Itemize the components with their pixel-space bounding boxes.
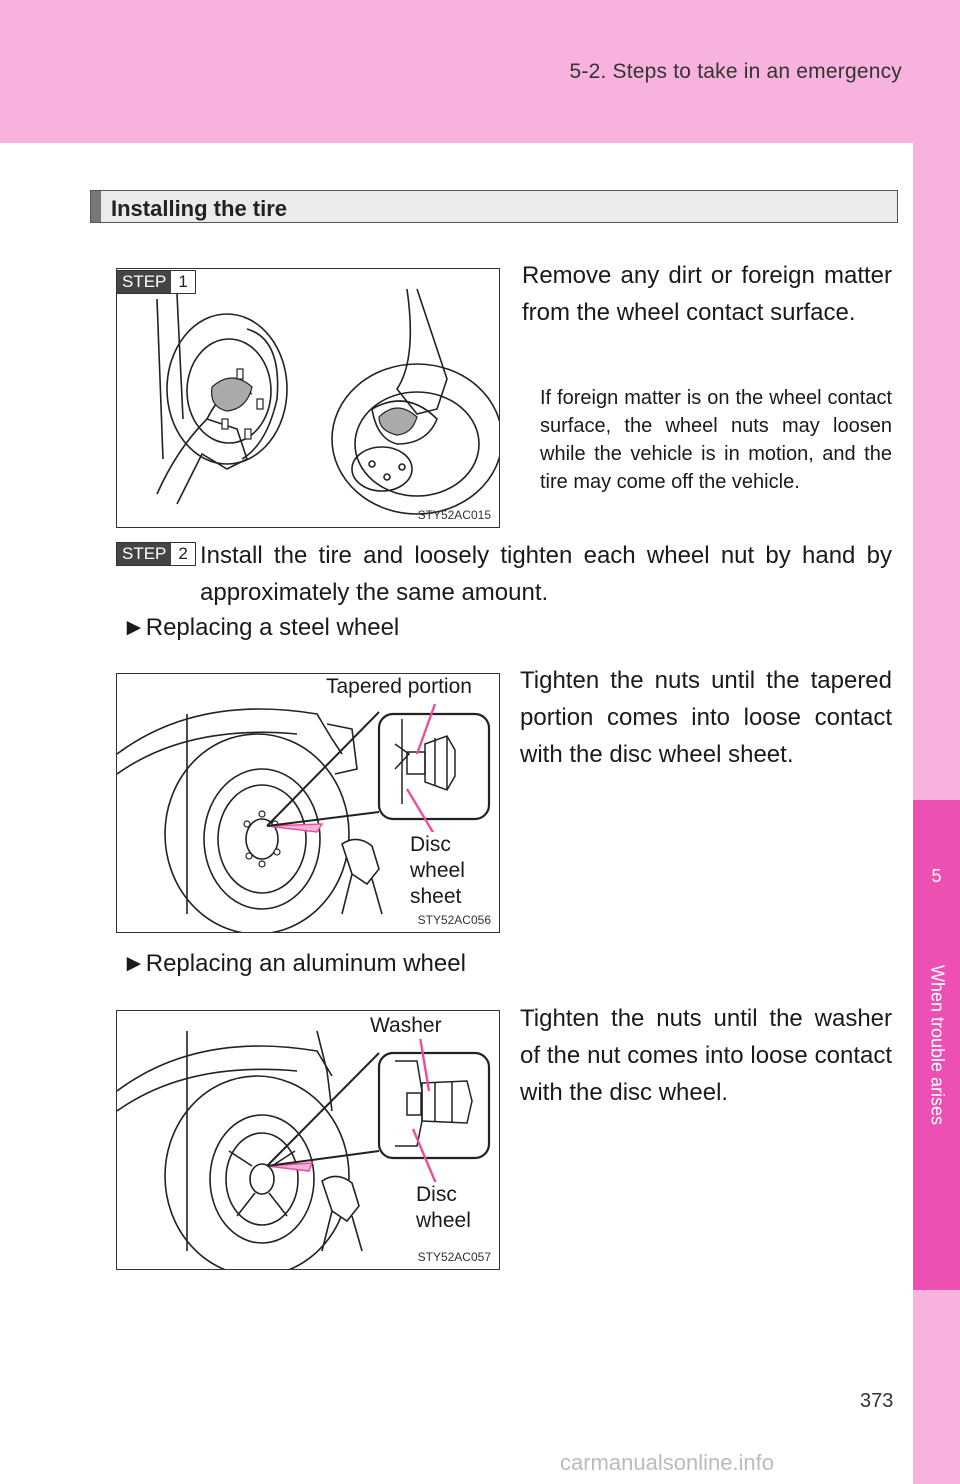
chapter-title: When trouble arises [927, 964, 948, 1126]
aluminum-wheel-heading: ►Replacing an aluminum wheel [122, 950, 466, 977]
steel-wheel-illustration: STY52AC056 [116, 673, 500, 933]
callout-disc-wheel-sheet-line2: wheel [410, 858, 465, 884]
step-word: STEP [117, 271, 172, 293]
section-heading-bar: Installing the tire [90, 190, 898, 223]
callout-tapered-portion: Tapered portion [326, 674, 472, 700]
step1-illustration: STY52AC015 [116, 268, 500, 528]
page-number: 373 [860, 1390, 894, 1412]
watermark: carmanualsonline.info [560, 1450, 775, 1475]
callout-washer: Washer [370, 1013, 442, 1039]
callout-disc-wheel-line1: Disc [416, 1182, 457, 1208]
steel-wheel-heading: ►Replacing a steel wheel [122, 614, 400, 641]
section-header-title: 5-2. Steps to take in an emergency [569, 60, 902, 83]
figure-code: STY52AC015 [417, 508, 491, 522]
step1-note: If foreign matter is on the wheel contac… [540, 387, 892, 493]
step-number: 2 [171, 543, 195, 565]
step1-badge: STEP 1 [116, 270, 196, 294]
figure-code: STY52AC056 [417, 913, 491, 927]
figure-code: STY52AC057 [417, 1250, 491, 1264]
step-word: STEP [117, 543, 172, 565]
step-number: 1 [171, 271, 195, 293]
steel-wheel-text: Tighten the nuts until the tapered porti… [520, 667, 892, 768]
aluminum-wheel-text: Tighten the nuts until the washer of the… [520, 1005, 892, 1106]
step2-badge: STEP 2 [116, 542, 196, 566]
header-band [0, 0, 960, 143]
steel-wheel-drawing [117, 703, 491, 932]
step1-instruction: Remove any dirt or foreign matter from t… [522, 262, 892, 326]
section-title: Installing the tire [111, 196, 288, 221]
callout-disc-wheel-sheet-line1: Disc [410, 832, 451, 858]
callout-disc-wheel-line2: wheel [416, 1208, 471, 1234]
section-accent [91, 191, 101, 222]
aluminum-wheel-drawing [117, 1030, 491, 1269]
chapter-number: 5 [931, 866, 942, 886]
callout-disc-wheel-sheet-line3: sheet [410, 884, 462, 910]
chapter-tab[interactable] [913, 800, 960, 1290]
step2-instruction: Install the tire and loosely tighten eac… [200, 542, 892, 606]
hub-cleaning-drawing [156, 288, 499, 515]
